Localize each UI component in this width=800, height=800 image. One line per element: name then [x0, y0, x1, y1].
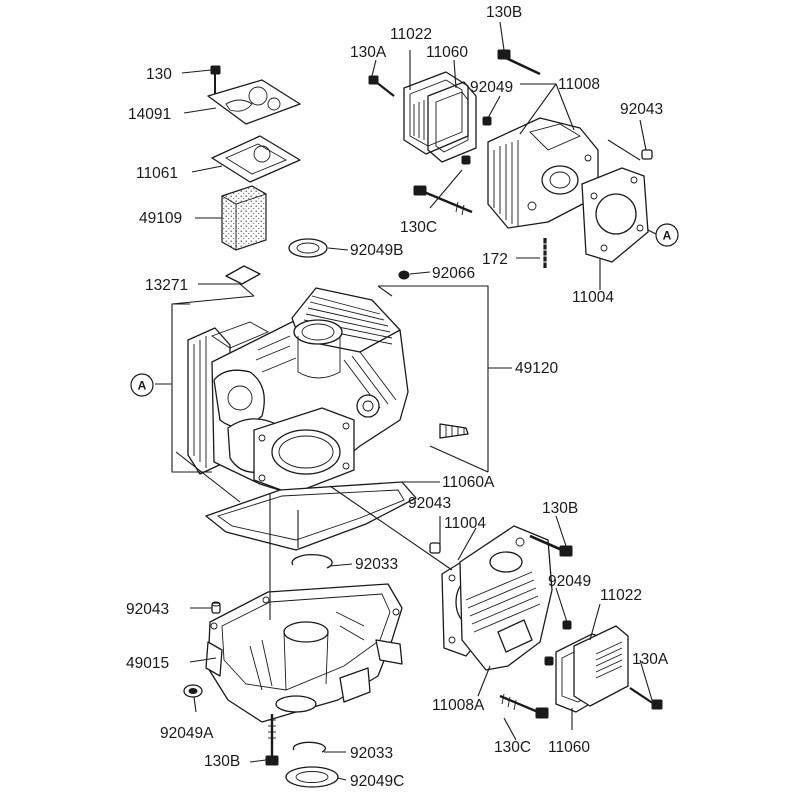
dowel-92043-mid — [429, 542, 441, 554]
label-130B-top: 130B — [486, 4, 522, 21]
label-130C-low: 130C — [494, 739, 531, 756]
label-92043-left: 92043 — [126, 601, 169, 618]
label-11022-low: 11022 — [600, 587, 642, 604]
bolt-130A-top — [368, 75, 395, 97]
label-49015: 49015 — [126, 655, 169, 672]
plug-92066 — [398, 270, 410, 280]
crankcase-gasket-11060A — [205, 481, 417, 551]
rocker-gasket-11060-top — [427, 81, 477, 163]
dowel-92043-left — [211, 601, 221, 614]
label-11008A: 11008A — [432, 697, 485, 714]
dowel-92043-top — [641, 149, 653, 160]
breather-filter-49109 — [221, 185, 267, 251]
label-11004-top: 11004 — [572, 289, 614, 306]
nut-92049-low — [544, 620, 572, 666]
label-13271: 13271 — [145, 277, 188, 294]
label-92049B: 92049B — [350, 242, 403, 259]
label-92049C: 92049C — [350, 773, 404, 790]
label-11060-low: 11060 — [548, 739, 590, 756]
breather-cover-14091 — [207, 79, 301, 125]
label-172: 172 — [482, 251, 508, 268]
oil-seal-92049A — [183, 684, 203, 698]
bolt-130B-bottom — [265, 714, 279, 766]
stud-172 — [542, 238, 548, 268]
bolt-130A-low — [629, 687, 663, 710]
label-92066: 92066 — [432, 265, 475, 282]
bolt-130B-top — [497, 49, 541, 76]
cylinder-head-11008 — [487, 117, 599, 229]
label-11022-top: 11022 — [390, 26, 432, 43]
breather-tube — [439, 423, 469, 439]
label-11061: 11061 — [136, 165, 178, 182]
part-labels: 130 14091 11061 49109 13271 92049B 92066… — [126, 4, 669, 790]
reed-plate-13271 — [225, 265, 261, 285]
oil-seal-92049C — [285, 766, 339, 788]
label-92033-top: 92033 — [355, 556, 398, 573]
label-11060A: 11060A — [442, 474, 495, 491]
label-92049A: 92049A — [160, 725, 214, 742]
breather-gasket-11061 — [211, 135, 301, 183]
label-130A-top: 130A — [350, 44, 387, 61]
oil-seal-92049B — [288, 238, 328, 258]
label-130B-low: 130B — [204, 753, 240, 770]
circlip-92033-bottom — [292, 741, 326, 753]
rocker-cover-11022-low — [573, 625, 629, 707]
label-14091: 14091 — [128, 106, 171, 123]
label-11060-top: 11060 — [426, 44, 468, 61]
label-92049-low: 92049 — [548, 573, 591, 590]
cylinder-block-49120 — [187, 287, 409, 495]
bolt-130B-mid — [529, 534, 573, 557]
leader-lines — [155, 21, 657, 781]
svg-text:A: A — [138, 379, 147, 393]
callout-a-left: A — [130, 373, 154, 397]
label-49109: 49109 — [139, 210, 182, 227]
label-130-top: 130 — [146, 66, 172, 83]
label-11004-low: 11004 — [444, 515, 486, 532]
label-92043-top: 92043 — [620, 101, 663, 118]
bolt-130C-top — [413, 185, 473, 216]
label-49120: 49120 — [515, 360, 558, 377]
callout-a-right: A — [655, 223, 679, 247]
label-92049-top: 92049 — [470, 79, 513, 96]
label-130A-low: 130A — [632, 651, 669, 668]
crankcase-49015 — [205, 583, 403, 723]
circlip-92033-top — [291, 554, 333, 569]
label-11008: 11008 — [558, 76, 600, 93]
nut-92049-top — [461, 116, 492, 165]
label-130C-top: 130C — [400, 219, 437, 236]
label-130B-mid: 130B — [542, 500, 578, 517]
label-92033-low: 92033 — [350, 745, 393, 762]
bolt-130C-low — [499, 693, 549, 719]
bolt-130-top-left — [210, 65, 221, 94]
cylinder-head-11008A — [459, 525, 553, 671]
label-92043-mid: 92043 — [408, 495, 451, 512]
svg-text:A: A — [663, 229, 672, 243]
head-gasket-11004-top — [581, 167, 649, 263]
